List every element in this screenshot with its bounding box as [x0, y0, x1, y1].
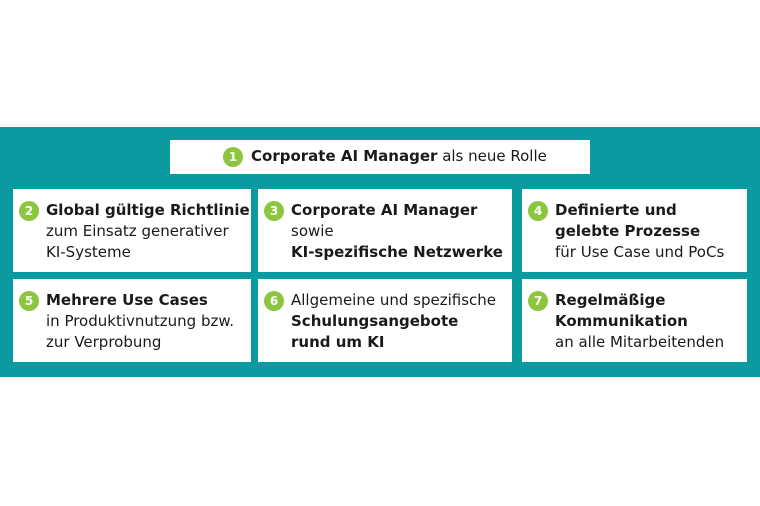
number-badge: 6 [264, 291, 284, 311]
card-1: 1 Corporate AI Manager als neue Rolle [170, 140, 590, 174]
card-line: Definierte und [555, 201, 677, 219]
number-badge: 5 [19, 291, 39, 311]
card-line: KI-spezifische Netzwerke [291, 243, 503, 261]
card-line: Schulungsangebote [291, 312, 459, 330]
card-title: Corporate AI Manager [251, 147, 438, 165]
card-line: Corporate AI Manager [291, 201, 478, 219]
card-line: rund um KI [291, 333, 385, 351]
card-subtitle: als neue Rolle [437, 147, 547, 165]
card-line: zur Verprobung [46, 333, 162, 351]
card-text: Corporate AI Manager als neue Rolle [251, 146, 547, 167]
card-line: Global gültige Richtlinie [46, 201, 250, 219]
card-2: 2 Global gültige Richtlinie zum Einsatz ge… [13, 189, 251, 272]
card-line: an alle Mitarbeitenden [555, 333, 725, 351]
card-line: Kommunikation [555, 312, 688, 330]
card-line: zum Einsatz generativer [46, 222, 229, 240]
card-line: Regelmäßige [555, 291, 666, 309]
card-line: für Use Case und PoCs [555, 243, 725, 261]
number-badge: 7 [528, 291, 548, 311]
number-badge: 1 [223, 147, 243, 167]
number-badge: 4 [528, 201, 548, 221]
card-line: gelebte Prozesse [555, 222, 701, 240]
card-line: Allgemeine und spezifische [291, 291, 497, 309]
card-line: sowie [291, 222, 334, 240]
number-badge: 2 [19, 201, 39, 221]
card-5: 5 Mehrere Use Cases in Produktivnutzung bz… [13, 279, 251, 362]
card-line: in Produktivnutzung bzw. [46, 312, 235, 330]
card-text: Mehrere Use Cases in Produktivnutzung bzw… [46, 290, 234, 353]
number-badge: 3 [264, 201, 284, 221]
card-line: KI-Systeme [46, 243, 131, 261]
card-text: Definierte und gelebte Prozesse für Use Ca… [555, 200, 724, 263]
card-4: 4 Definierte und gelebte Prozesse für Use C… [522, 189, 747, 272]
card-text: Global gültige Richtlinie zum Einsatz gen… [46, 200, 250, 263]
card-line: Mehrere Use Cases [46, 291, 208, 309]
